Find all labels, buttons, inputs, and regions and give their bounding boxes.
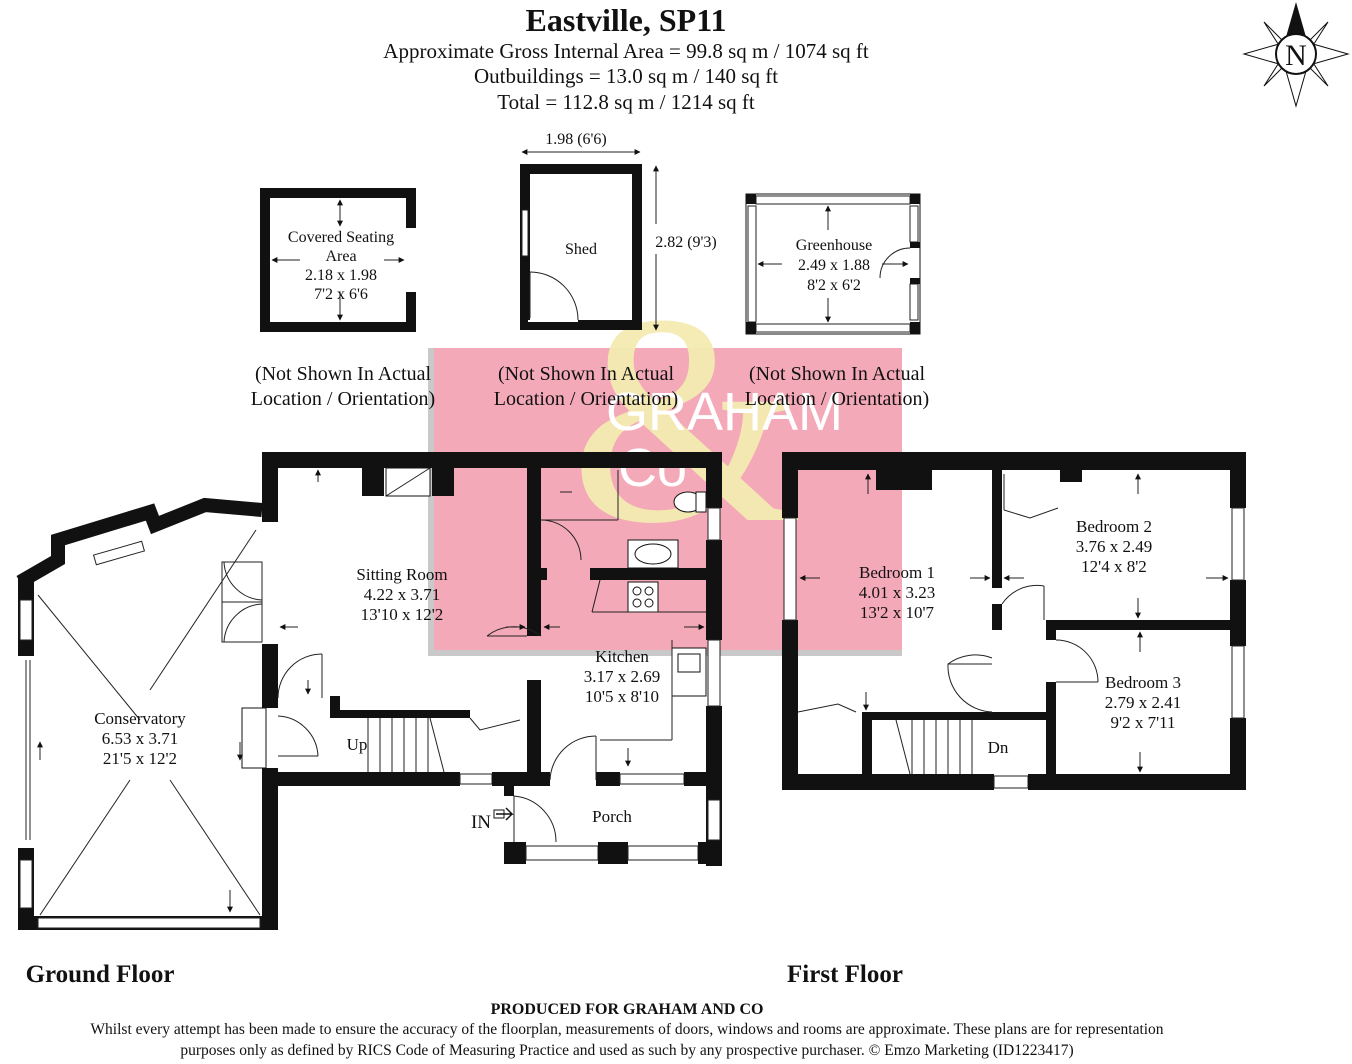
produced-for: PRODUCED FOR GRAHAM AND CO — [491, 1001, 764, 1018]
shed-width-label: 1.98 (6'6) — [545, 131, 607, 148]
bedroom3-imperial: 9'2 x 7'11 — [1111, 713, 1176, 732]
header: Eastville, SP11 Approximate Gross Intern… — [383, 2, 869, 114]
conservatory-name: Conservatory — [94, 709, 186, 728]
note-covered-seating-2: Location / Orientation) — [251, 388, 435, 410]
conservatory-imperial: 21'5 x 12'2 — [103, 749, 177, 768]
bedroom2-imperial: 12'4 x 8'2 — [1081, 557, 1147, 576]
ground-floor-label: Ground Floor — [26, 961, 175, 988]
stairs-down-label: Dn — [988, 738, 1009, 757]
first-floor-plan: Bedroom 1 4.01 x 3.23 13'2 x 10'7 Bedroo… — [782, 452, 1246, 988]
covered-seating-metric: 2.18 x 1.98 — [305, 267, 377, 284]
disclaimer-line2: purposes only as defined by RICS Code of… — [180, 1042, 1073, 1059]
porch-name: Porch — [592, 807, 632, 826]
note-covered-seating-1: (Not Shown In Actual — [255, 363, 432, 385]
page-title: Eastville, SP11 — [526, 2, 727, 38]
note-greenhouse-2: Location / Orientation) — [745, 388, 929, 410]
first-floor-label: First Floor — [787, 961, 903, 988]
bedroom3-metric: 2.79 x 2.41 — [1105, 693, 1182, 712]
outbuildings-area: Outbuildings = 13.0 sq m / 140 sq ft — [474, 64, 778, 88]
kitchen-metric: 3.17 x 2.69 — [584, 667, 661, 686]
bedroom2-name: Bedroom 2 — [1076, 517, 1152, 536]
stairs-up-label: Up — [347, 735, 368, 754]
note-shed-2: Location / Orientation) — [494, 388, 678, 410]
covered-seating-area: Covered Seating Area 2.18 x 1.98 7'2 x 6… — [260, 188, 416, 332]
kitchen-imperial: 10'5 x 8'10 — [585, 687, 659, 706]
note-shed-1: (Not Shown In Actual — [498, 363, 675, 385]
shed-name: Shed — [565, 241, 597, 258]
sitting-room-imperial: 13'10 x 12'2 — [361, 605, 444, 624]
shed: 1.98 (6'6) 2.82 (9'3) Shed — [520, 131, 722, 331]
shed-depth-label: 2.82 (9'3) — [655, 234, 717, 251]
bedroom1-metric: 4.01 x 3.23 — [859, 583, 936, 602]
compass-rose-icon: N — [1242, 2, 1350, 108]
greenhouse: Greenhouse 2.49 x 1.88 8'2 x 6'2 — [745, 193, 921, 335]
compass-north-label: N — [1285, 39, 1307, 72]
watermark-background — [432, 348, 902, 656]
sitting-room-name: Sitting Room — [356, 565, 447, 584]
total-area: Total = 112.8 sq m / 1214 sq ft — [497, 90, 755, 114]
gross-internal-area: Approximate Gross Internal Area = 99.8 s… — [383, 39, 869, 63]
bedroom3-name: Bedroom 3 — [1105, 673, 1181, 692]
sitting-room-metric: 4.22 x 3.71 — [364, 585, 441, 604]
covered-seating-imperial: 7'2 x 6'6 — [314, 286, 368, 303]
watermark-ampersand: & — [570, 253, 803, 585]
entrance-label: IN — [471, 812, 491, 833]
bedroom2-metric: 3.76 x 2.49 — [1076, 537, 1153, 556]
kitchen-name: Kitchen — [595, 647, 649, 666]
covered-seating-name-2: Area — [325, 248, 356, 265]
greenhouse-imperial: 8'2 x 6'2 — [807, 277, 861, 294]
watermark-brand-line1: GRAHAM — [606, 382, 843, 442]
bedroom1-imperial: 13'2 x 10'7 — [860, 603, 935, 622]
bedroom1-name: Bedroom 1 — [859, 563, 935, 582]
conservatory-metric: 6.53 x 3.71 — [102, 729, 179, 748]
covered-seating-name: Covered Seating — [288, 229, 394, 246]
outbuilding-notes: (Not Shown In Actual Location / Orientat… — [251, 363, 929, 410]
note-greenhouse-1: (Not Shown In Actual — [749, 363, 926, 385]
disclaimer-line1: Whilst every attempt has been made to en… — [90, 1021, 1163, 1038]
greenhouse-name: Greenhouse — [796, 237, 872, 254]
footer: PRODUCED FOR GRAHAM AND CO Whilst every … — [90, 1001, 1163, 1059]
greenhouse-metric: 2.49 x 1.88 — [798, 257, 870, 274]
ground-floor-plan: Conservatory 6.53 x 3.71 21'5 x 12'2 Sit… — [16, 452, 722, 988]
